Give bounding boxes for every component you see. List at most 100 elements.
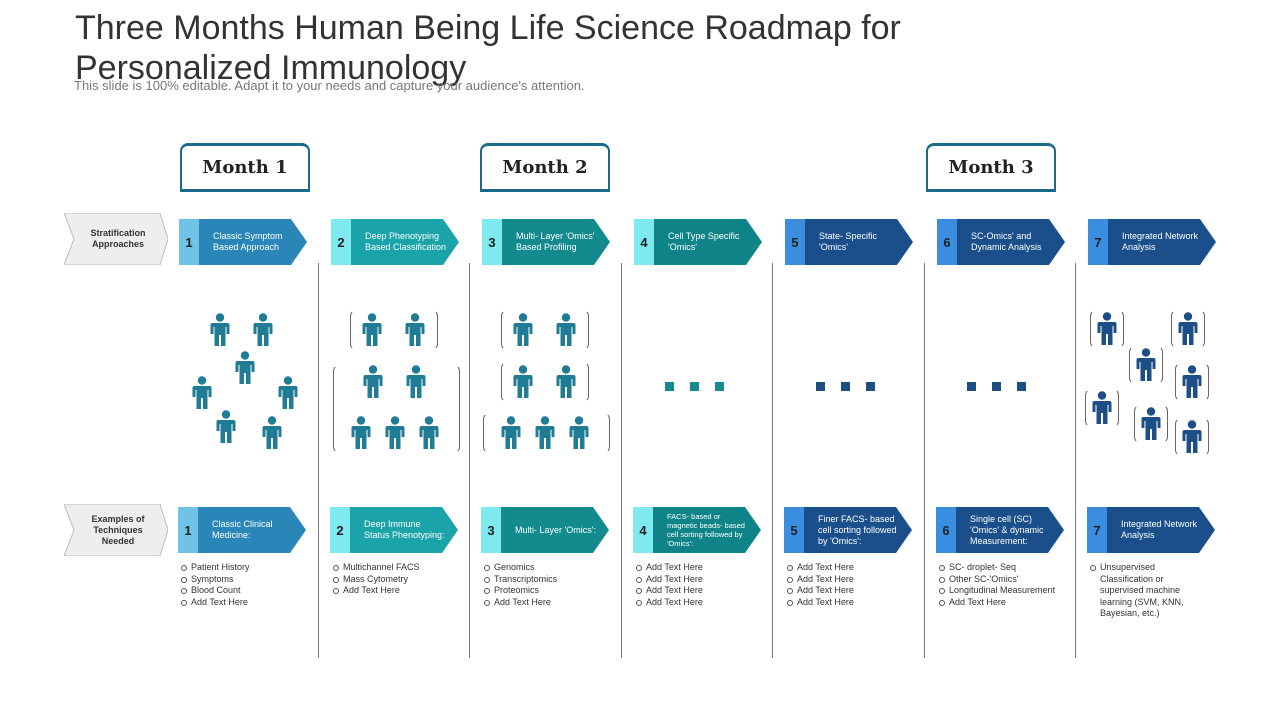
label-chevron-shape [64,213,168,265]
list-item: Longitudinal Measurement [939,585,1089,597]
person-icon [362,365,384,404]
stage-step-label: State- Specific 'Omics' [819,231,878,252]
technique-chevron-4: 4 FACS- based or magnetic beads- based ce… [633,507,765,553]
person-icon [500,416,522,455]
person-icon [405,365,427,404]
stage-step-number: 1 [185,234,193,250]
stratification-label-text: Stratification Approaches [90,228,146,249]
list-item: Add Text Here [787,562,937,574]
chevron-shape [330,507,458,553]
group-bracket [1134,405,1168,443]
list-item: Add Text Here [484,597,634,609]
technique-step-number: 6 [942,522,950,538]
ellipsis-icon [665,382,724,391]
list-item: Add Text Here [939,597,1089,609]
stage-step-label: Integrated Network Analysis [1122,231,1199,252]
month-2-header: Month 2 [480,143,610,192]
stage-chevron-6: 6 SC-Omics' and Dynamic Analysis [937,219,1069,265]
month-1-label: Month 1 [202,157,288,178]
list-item: Add Text Here [181,597,331,609]
technique-step-label: Multi- Layer 'Omics': [515,524,596,535]
column-divider [318,263,319,658]
stage-step-number: 6 [943,234,951,250]
chevron-shape [784,507,912,553]
stage-chevron-4: 4 Cell Type Specific 'Omics' [634,219,766,265]
technique-step-number: 1 [184,522,192,538]
technique-step-number: 3 [487,522,495,538]
person-icon [555,313,577,352]
technique-step-number: 7 [1093,522,1101,538]
stage-step-number: 4 [640,234,648,250]
page-subtitle: This slide is 100% editable. Adapt it to… [74,78,585,93]
stage-step-label: Deep Phenotyping Based Classification [365,231,447,252]
technique-step-number: 2 [336,522,344,538]
group-bracket [1175,363,1209,401]
technique-chevron-3: 3 Multi- Layer 'Omics': [481,507,613,553]
column-divider [621,263,622,658]
list-item: Blood Count [181,585,331,597]
person-icon [1135,348,1157,387]
group-bracket [501,310,589,350]
technique-chevron-5: 5 Finer FACS- based cell sorting followed… [784,507,916,553]
month-1-header: Month 1 [180,143,310,192]
chevron-shape [634,219,762,265]
group-bracket [333,365,460,453]
stage-chevron-7: 7 Integrated Network Analysis [1088,219,1220,265]
stratification-label: Stratification Approaches [64,213,168,265]
stage-step-number: 3 [488,234,496,250]
list-item: Add Text Here [787,597,937,609]
page-title: Three Months Human Being Life Science Ro… [75,9,901,87]
column-divider [924,263,925,658]
person-icon [1177,312,1199,351]
person-icon [1140,407,1162,446]
month-3-header: Month 3 [926,143,1056,192]
person-icon [1091,391,1113,430]
group-bracket [1175,418,1209,456]
chevron-shape [331,219,459,265]
technique-step-number: 5 [790,522,798,538]
person-icon [534,416,556,455]
month-3-label: Month 3 [948,157,1034,178]
chevron-shape [1087,507,1215,553]
technique-step-label: Finer FACS- based cell sorting followed … [818,513,897,546]
person-icon [350,416,372,455]
list-item: Add Text Here [787,574,937,586]
list-item: Genomics [484,562,634,574]
group-bracket [501,362,589,402]
group-bracket [1129,346,1163,384]
list-item: Transcriptomics [484,574,634,586]
person-icon [234,351,256,390]
technique-step-number: 4 [639,522,647,538]
person-icon [277,376,299,415]
group-bracket [1171,310,1205,348]
person-icon [404,313,426,352]
person-icon [512,365,534,404]
stage-step-label: SC-Omics' and Dynamic Analysis [971,231,1042,252]
column-divider [469,263,470,658]
column-divider [772,263,773,658]
chevron-shape [178,507,306,553]
stage-step-label: Cell Type Specific 'Omics' [668,231,740,252]
chevron-shape [179,219,307,265]
person-icon [215,410,237,449]
stage-step-number: 7 [1094,234,1102,250]
list-item: Unsupervised Classification or supervise… [1090,562,1200,620]
list-item: Mass Cytometry [333,574,483,586]
person-icon [384,416,406,455]
technique-bullet-list-7: Unsupervised Classification or supervise… [1090,562,1200,620]
ellipsis-icon [967,382,1026,391]
group-bracket [483,413,610,453]
list-item: Symptoms [181,574,331,586]
month-2-label: Month 2 [502,157,588,178]
technique-step-label: FACS- based or magnetic beads- based cel… [667,512,745,548]
